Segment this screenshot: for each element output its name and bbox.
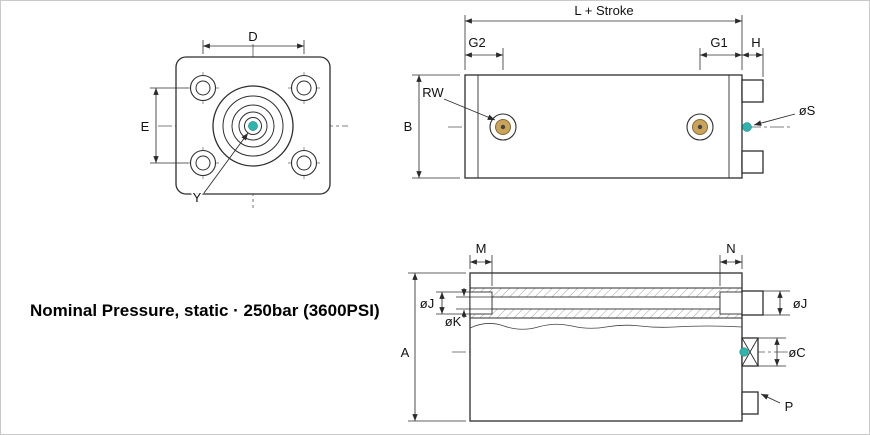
dim-label-g1: G1 — [710, 35, 727, 50]
dimension-ok: øK — [443, 288, 492, 331]
dimension-oc: øC — [758, 337, 807, 367]
port-recess-left — [469, 291, 493, 315]
dimension-oj-right: øJ — [763, 290, 809, 316]
label-y: Y — [193, 190, 202, 205]
dimension-e: E — [139, 87, 188, 164]
label-os: øS — [799, 103, 816, 118]
dim-label-oj-left: øJ — [420, 296, 434, 311]
dimension-g1: G1 — [699, 33, 742, 70]
end-tab-top — [741, 79, 764, 103]
dimension-n: N — [719, 239, 743, 286]
callout-os: øS — [753, 101, 817, 126]
dim-label-oj-right: øJ — [793, 296, 807, 311]
dim-label-l-stroke: L + Stroke — [574, 3, 633, 18]
break-line — [469, 323, 743, 330]
dimension-b: B — [402, 74, 460, 179]
dimension-h: H — [742, 33, 764, 77]
callout-rw: RW — [421, 83, 496, 121]
dim-label-h: H — [751, 35, 760, 50]
bottom-tab — [741, 391, 759, 415]
dim-label-m: M — [476, 241, 487, 256]
side-view: L + Stroke G2 G1 H RW — [402, 1, 817, 179]
end-tab-bottom — [741, 150, 764, 174]
front-view: D E Y — [139, 27, 348, 208]
dimension-m: M — [469, 239, 493, 286]
callout-p: P — [760, 393, 795, 416]
dim-label-oc: øC — [788, 345, 805, 360]
dim-label-b: B — [404, 119, 413, 134]
mounting-hole-bottom-right — [288, 147, 320, 179]
rod-section-marker — [739, 347, 749, 357]
mounting-hole-top-right — [288, 72, 320, 104]
dim-label-d: D — [248, 29, 257, 44]
dim-label-g2: G2 — [468, 35, 485, 50]
piston-bore — [212, 85, 294, 167]
oil-port-right — [686, 113, 714, 141]
rod-end-marker — [742, 122, 752, 132]
callout-y: Y — [191, 132, 249, 207]
mounting-hole-bottom-left — [187, 147, 219, 179]
dim-label-n: N — [726, 241, 735, 256]
label-rw: RW — [422, 85, 444, 100]
rod-cross-section — [739, 337, 759, 367]
nominal-pressure-note: Nominal Pressure, static · 250bar (3600P… — [30, 301, 380, 320]
port-recess-right — [719, 291, 743, 315]
section-view: M N øJ øK A — [399, 239, 809, 422]
dimension-a: A — [399, 272, 466, 422]
mounting-hole-top-left — [187, 72, 219, 104]
dim-label-ok: øK — [445, 314, 462, 329]
oil-port-left — [489, 113, 517, 141]
dimension-g2: G2 — [465, 33, 504, 70]
rod-center-marker — [248, 121, 258, 131]
dim-label-a: A — [401, 345, 410, 360]
channel-bore — [491, 296, 721, 310]
dimension-l-stroke: L + Stroke — [464, 1, 743, 70]
oil-channel-section — [469, 287, 743, 330]
dimension-oj-left: øJ — [418, 291, 470, 315]
dim-label-e: E — [141, 119, 150, 134]
dimension-d: D — [202, 27, 305, 54]
label-p: P — [785, 399, 794, 414]
port-boss-right — [741, 290, 764, 316]
